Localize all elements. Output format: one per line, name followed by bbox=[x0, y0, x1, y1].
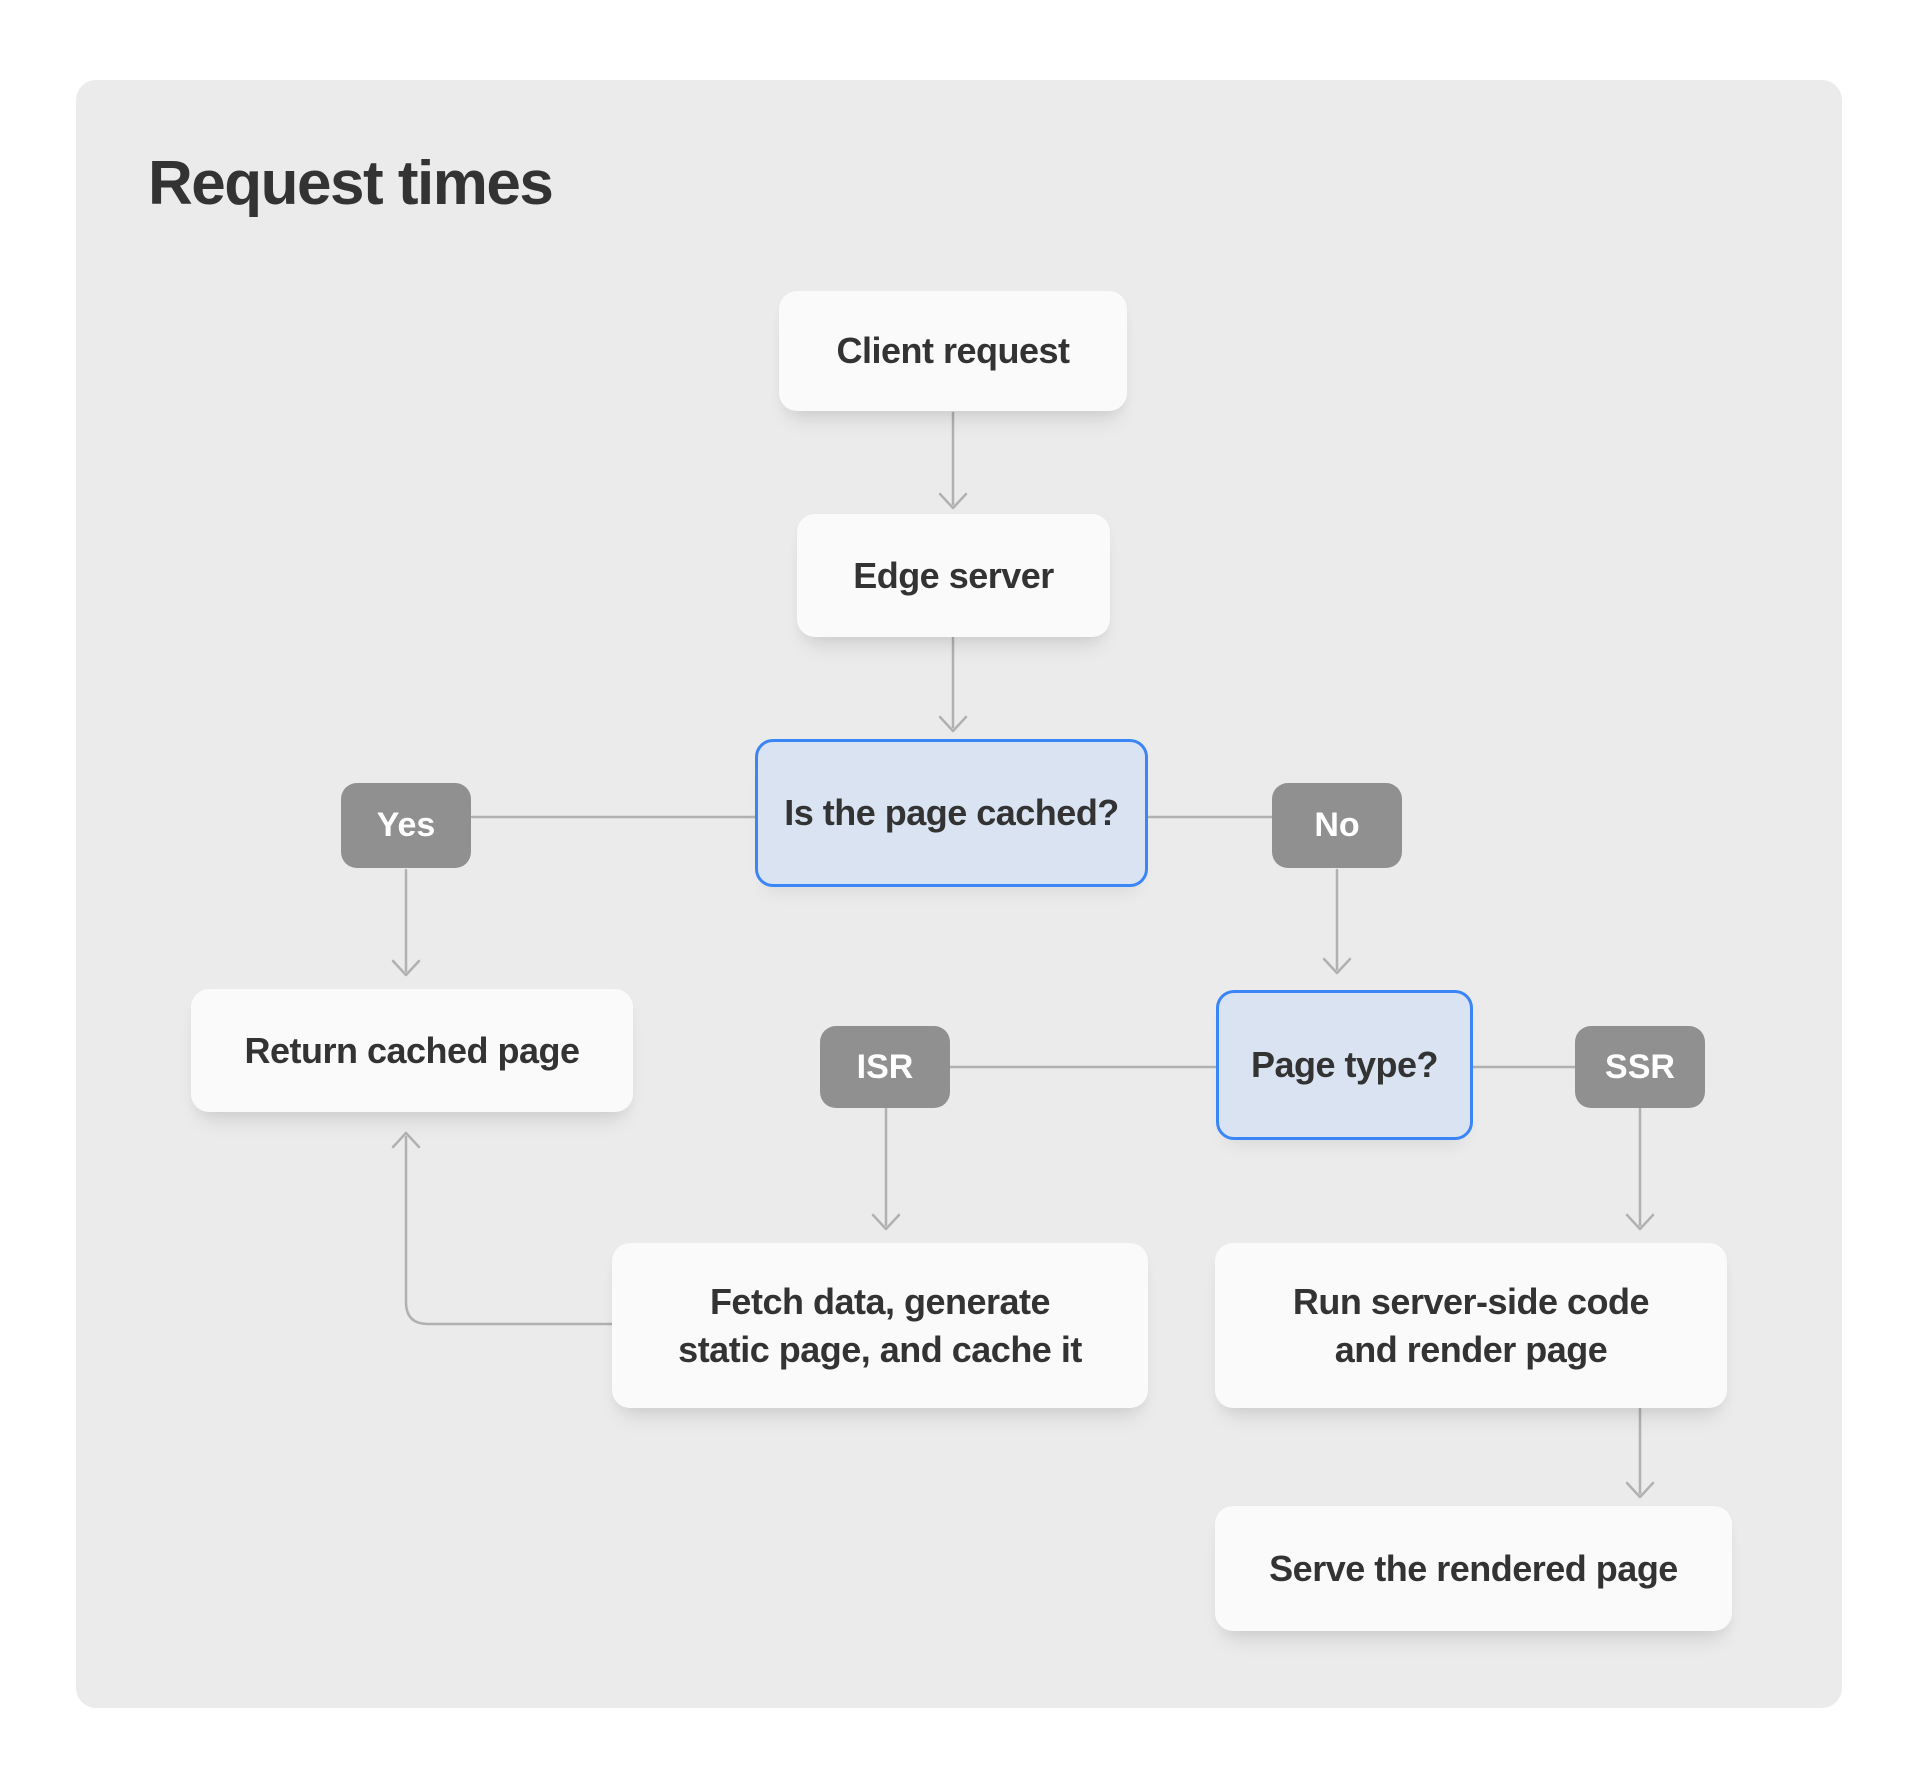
node-run-server-side-code: Run server-side code and render page bbox=[1215, 1243, 1727, 1408]
edge-label-text: ISR bbox=[856, 1047, 914, 1086]
node-edge-server: Edge server bbox=[797, 514, 1110, 637]
node-label: Client request bbox=[836, 330, 1070, 372]
node-label: Serve the rendered page bbox=[1269, 1547, 1678, 1589]
node-label: Fetch data, generate static page, and ca… bbox=[678, 1280, 1082, 1370]
node-fetch-generate-cache: Fetch data, generate static page, and ca… bbox=[612, 1243, 1148, 1408]
edge-label-text: SSR bbox=[1605, 1047, 1675, 1086]
node-return-cached-page: Return cached page bbox=[191, 989, 633, 1112]
node-page-type-decision: Page type? bbox=[1216, 990, 1473, 1140]
node-is-page-cached-decision: Is the page cached? bbox=[755, 739, 1148, 887]
node-label: Return cached page bbox=[244, 1029, 580, 1071]
node-label: Is the page cached? bbox=[784, 792, 1119, 834]
edge-label-ssr: SSR bbox=[1575, 1026, 1705, 1108]
edge-label-yes: Yes bbox=[341, 783, 471, 868]
node-client-request: Client request bbox=[779, 291, 1127, 411]
edge-label-text: Yes bbox=[376, 806, 436, 845]
edge-label-no: No bbox=[1272, 783, 1402, 868]
page-title: Request times bbox=[148, 149, 554, 218]
node-label: Edge server bbox=[853, 554, 1054, 596]
node-serve-rendered-page: Serve the rendered page bbox=[1215, 1506, 1732, 1631]
edge-label-isr: ISR bbox=[820, 1026, 950, 1108]
edge-label-text: No bbox=[1314, 806, 1360, 845]
node-label: Run server-side code and render page bbox=[1292, 1280, 1650, 1370]
node-label: Page type? bbox=[1250, 1044, 1439, 1086]
